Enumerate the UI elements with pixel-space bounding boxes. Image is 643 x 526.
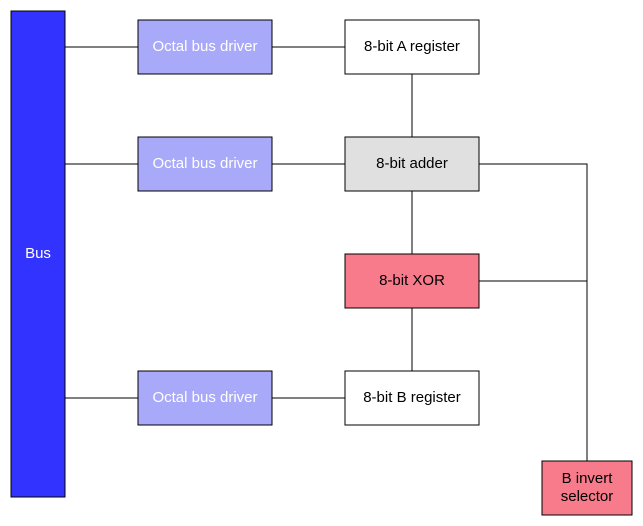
octal-bus-driver-1-label: Octal bus driver xyxy=(152,38,257,55)
adder-box xyxy=(344,136,480,192)
adder: 8-bit adder xyxy=(344,136,480,192)
register-b-label: 8-bit B register xyxy=(363,389,461,406)
adder-label: 8-bit adder xyxy=(376,155,448,172)
register-b: 8-bit B register xyxy=(344,370,480,426)
b-invert-selector-label-line1: B invert xyxy=(562,470,614,487)
xor-label: 8-bit XOR xyxy=(379,272,445,289)
register-a-label: 8-bit A register xyxy=(364,38,460,55)
octal-bus-driver-3-label: Octal bus driver xyxy=(152,389,257,406)
octal-bus-driver-3-box xyxy=(137,370,273,426)
xor: 8-bit XOR xyxy=(344,253,480,309)
register-b-box xyxy=(344,370,480,426)
register-a-box xyxy=(344,19,480,75)
octal-bus-driver-1: Octal bus driver xyxy=(137,19,273,75)
b-invert-selector: B invert selector xyxy=(541,460,633,516)
wire-adder-b-invert xyxy=(479,163,588,461)
b-invert-selector-label-line2: selector xyxy=(561,488,614,505)
bus-label: Bus xyxy=(25,245,51,262)
b-invert-selector-box xyxy=(541,460,633,516)
xor-box xyxy=(344,253,480,309)
bus-block: Bus xyxy=(10,10,66,498)
octal-bus-driver-3: Octal bus driver xyxy=(137,370,273,426)
connection-wires xyxy=(65,46,588,461)
bus-bar xyxy=(10,10,66,498)
octal-bus-driver-2-box xyxy=(137,136,273,192)
octal-bus-driver-2-label: Octal bus driver xyxy=(152,155,257,172)
register-a: 8-bit A register xyxy=(344,19,480,75)
octal-bus-driver-1-box xyxy=(137,19,273,75)
octal-bus-driver-2: Octal bus driver xyxy=(137,136,273,192)
